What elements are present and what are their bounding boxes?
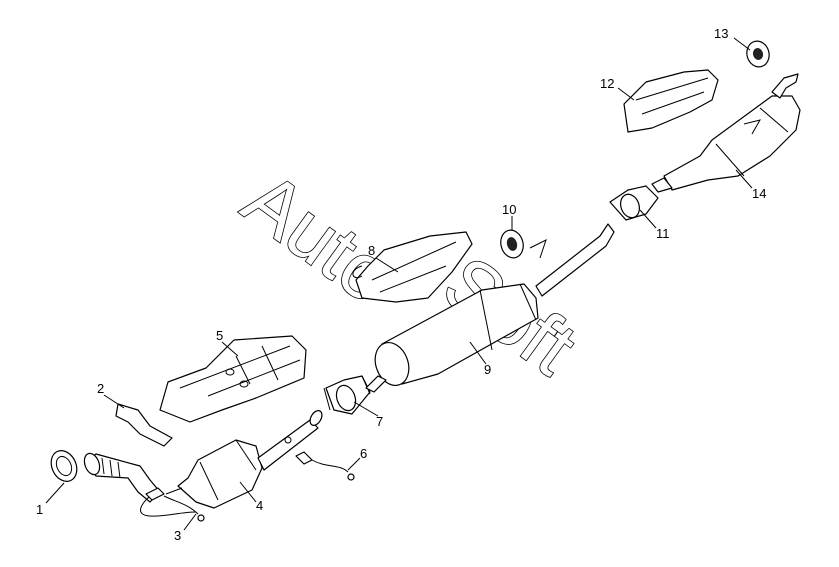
callout-11: 11 bbox=[656, 226, 670, 241]
leader-lines bbox=[45, 37, 753, 531]
callout-7: 7 bbox=[376, 414, 383, 429]
callout-4: 4 bbox=[256, 498, 263, 513]
part-11-rear-clamp bbox=[609, 185, 659, 221]
callout-10: 10 bbox=[502, 202, 516, 217]
front-pipe bbox=[83, 452, 197, 517]
callout-5: 5 bbox=[216, 328, 223, 343]
callout-12: 12 bbox=[600, 76, 614, 91]
part-3-oxygen-sensor bbox=[145, 487, 205, 522]
part-2-heat-shield-bracket bbox=[115, 403, 173, 447]
part-13-rear-rubber-mount bbox=[746, 40, 770, 68]
part-4-catalytic-converter bbox=[165, 410, 323, 509]
callout-9: 9 bbox=[484, 362, 491, 377]
callout-1: 1 bbox=[36, 502, 43, 517]
part-9-center-muffler bbox=[365, 223, 615, 393]
callout-8: 8 bbox=[368, 243, 375, 258]
part-10-rubber-mount bbox=[500, 229, 524, 259]
callout-14: 14 bbox=[752, 186, 766, 201]
callout-numbers: 1 2 3 4 5 6 7 8 9 10 11 12 13 14 bbox=[36, 26, 766, 543]
part-5-heat-shield bbox=[159, 335, 307, 423]
callout-6: 6 bbox=[360, 446, 367, 461]
callout-2: 2 bbox=[97, 381, 104, 396]
callout-3: 3 bbox=[174, 528, 181, 543]
part-14-rear-silencer bbox=[651, 73, 801, 193]
part-7-flange-clamp bbox=[323, 375, 371, 415]
part-8-center-heat-shield bbox=[352, 231, 473, 303]
part-6-oxygen-sensor bbox=[295, 451, 355, 481]
part-12-rear-heat-shield bbox=[623, 69, 719, 133]
callout-13: 13 bbox=[714, 26, 728, 41]
part-1-gasket-ring bbox=[50, 450, 78, 482]
